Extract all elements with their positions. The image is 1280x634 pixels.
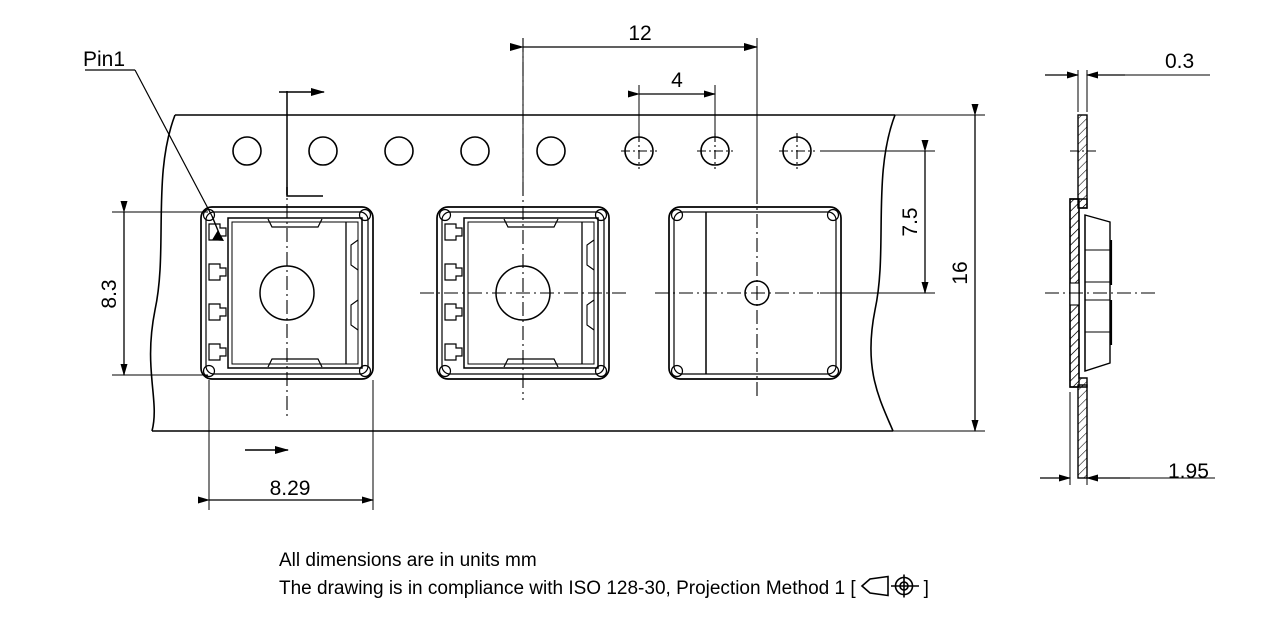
dimension-label-8-3: 8.3 xyxy=(98,279,121,308)
sprocket-hole xyxy=(460,136,490,166)
sprocket-centerlines xyxy=(621,133,815,169)
note-iso-suffix: ] xyxy=(923,578,929,599)
dimension-16 xyxy=(880,104,985,432)
dimension-label-16: 16 xyxy=(949,261,972,284)
dimension-label-4: 4 xyxy=(671,69,683,92)
pocket-3 xyxy=(655,190,895,400)
pocket-2 xyxy=(420,38,628,400)
section-lower-flange xyxy=(1077,384,1088,479)
pin1-label: Pin1 xyxy=(83,48,125,71)
dimension-label-0-3: 0.3 xyxy=(1165,50,1194,73)
tape-edges xyxy=(152,114,895,432)
sprocket-hole xyxy=(536,136,566,166)
section-component xyxy=(1084,214,1113,372)
dimension-8-29 xyxy=(198,380,374,510)
dimension-7-5 xyxy=(820,140,935,294)
note-iso-text: The drawing is in compliance with ISO 12… xyxy=(279,578,856,599)
dimension-1-95 xyxy=(1040,392,1215,485)
pocket-1 xyxy=(200,180,374,420)
note-units: All dimensions are in units mm xyxy=(279,550,537,571)
dimension-0-3 xyxy=(1045,70,1210,112)
dimension-4 xyxy=(628,85,716,135)
carrier-tape-top-view xyxy=(85,38,896,454)
section-wall-gap xyxy=(1069,282,1080,306)
dimension-text-layer: 12 4 8.3 8.29 7.5 16 0.3 1.95 Pin1 xyxy=(83,22,1209,500)
dimension-label-8-29: 8.29 xyxy=(270,477,311,500)
sprocket-hole xyxy=(384,136,414,166)
dimension-12 xyxy=(510,38,758,190)
section-upper-flange xyxy=(1077,114,1088,209)
note-iso-compliance: The drawing is in compliance with ISO 12… xyxy=(279,574,929,604)
break-line-right xyxy=(870,114,896,432)
first-angle-projection-icon xyxy=(857,574,923,604)
carrier-tape-cross-section xyxy=(1040,70,1215,485)
sprocket-hole xyxy=(232,136,262,166)
dimension-label-7-5: 7.5 xyxy=(899,207,922,236)
sprocket-hole xyxy=(308,136,338,166)
break-line-left xyxy=(149,114,176,432)
dimension-8-3 xyxy=(112,201,208,376)
sprocket-hole-row xyxy=(232,136,812,166)
pin1-leader xyxy=(85,69,224,241)
dimension-label-12: 12 xyxy=(628,22,651,45)
dimension-label-1-95: 1.95 xyxy=(1168,460,1209,483)
offset-indicator-arrows xyxy=(245,88,325,454)
